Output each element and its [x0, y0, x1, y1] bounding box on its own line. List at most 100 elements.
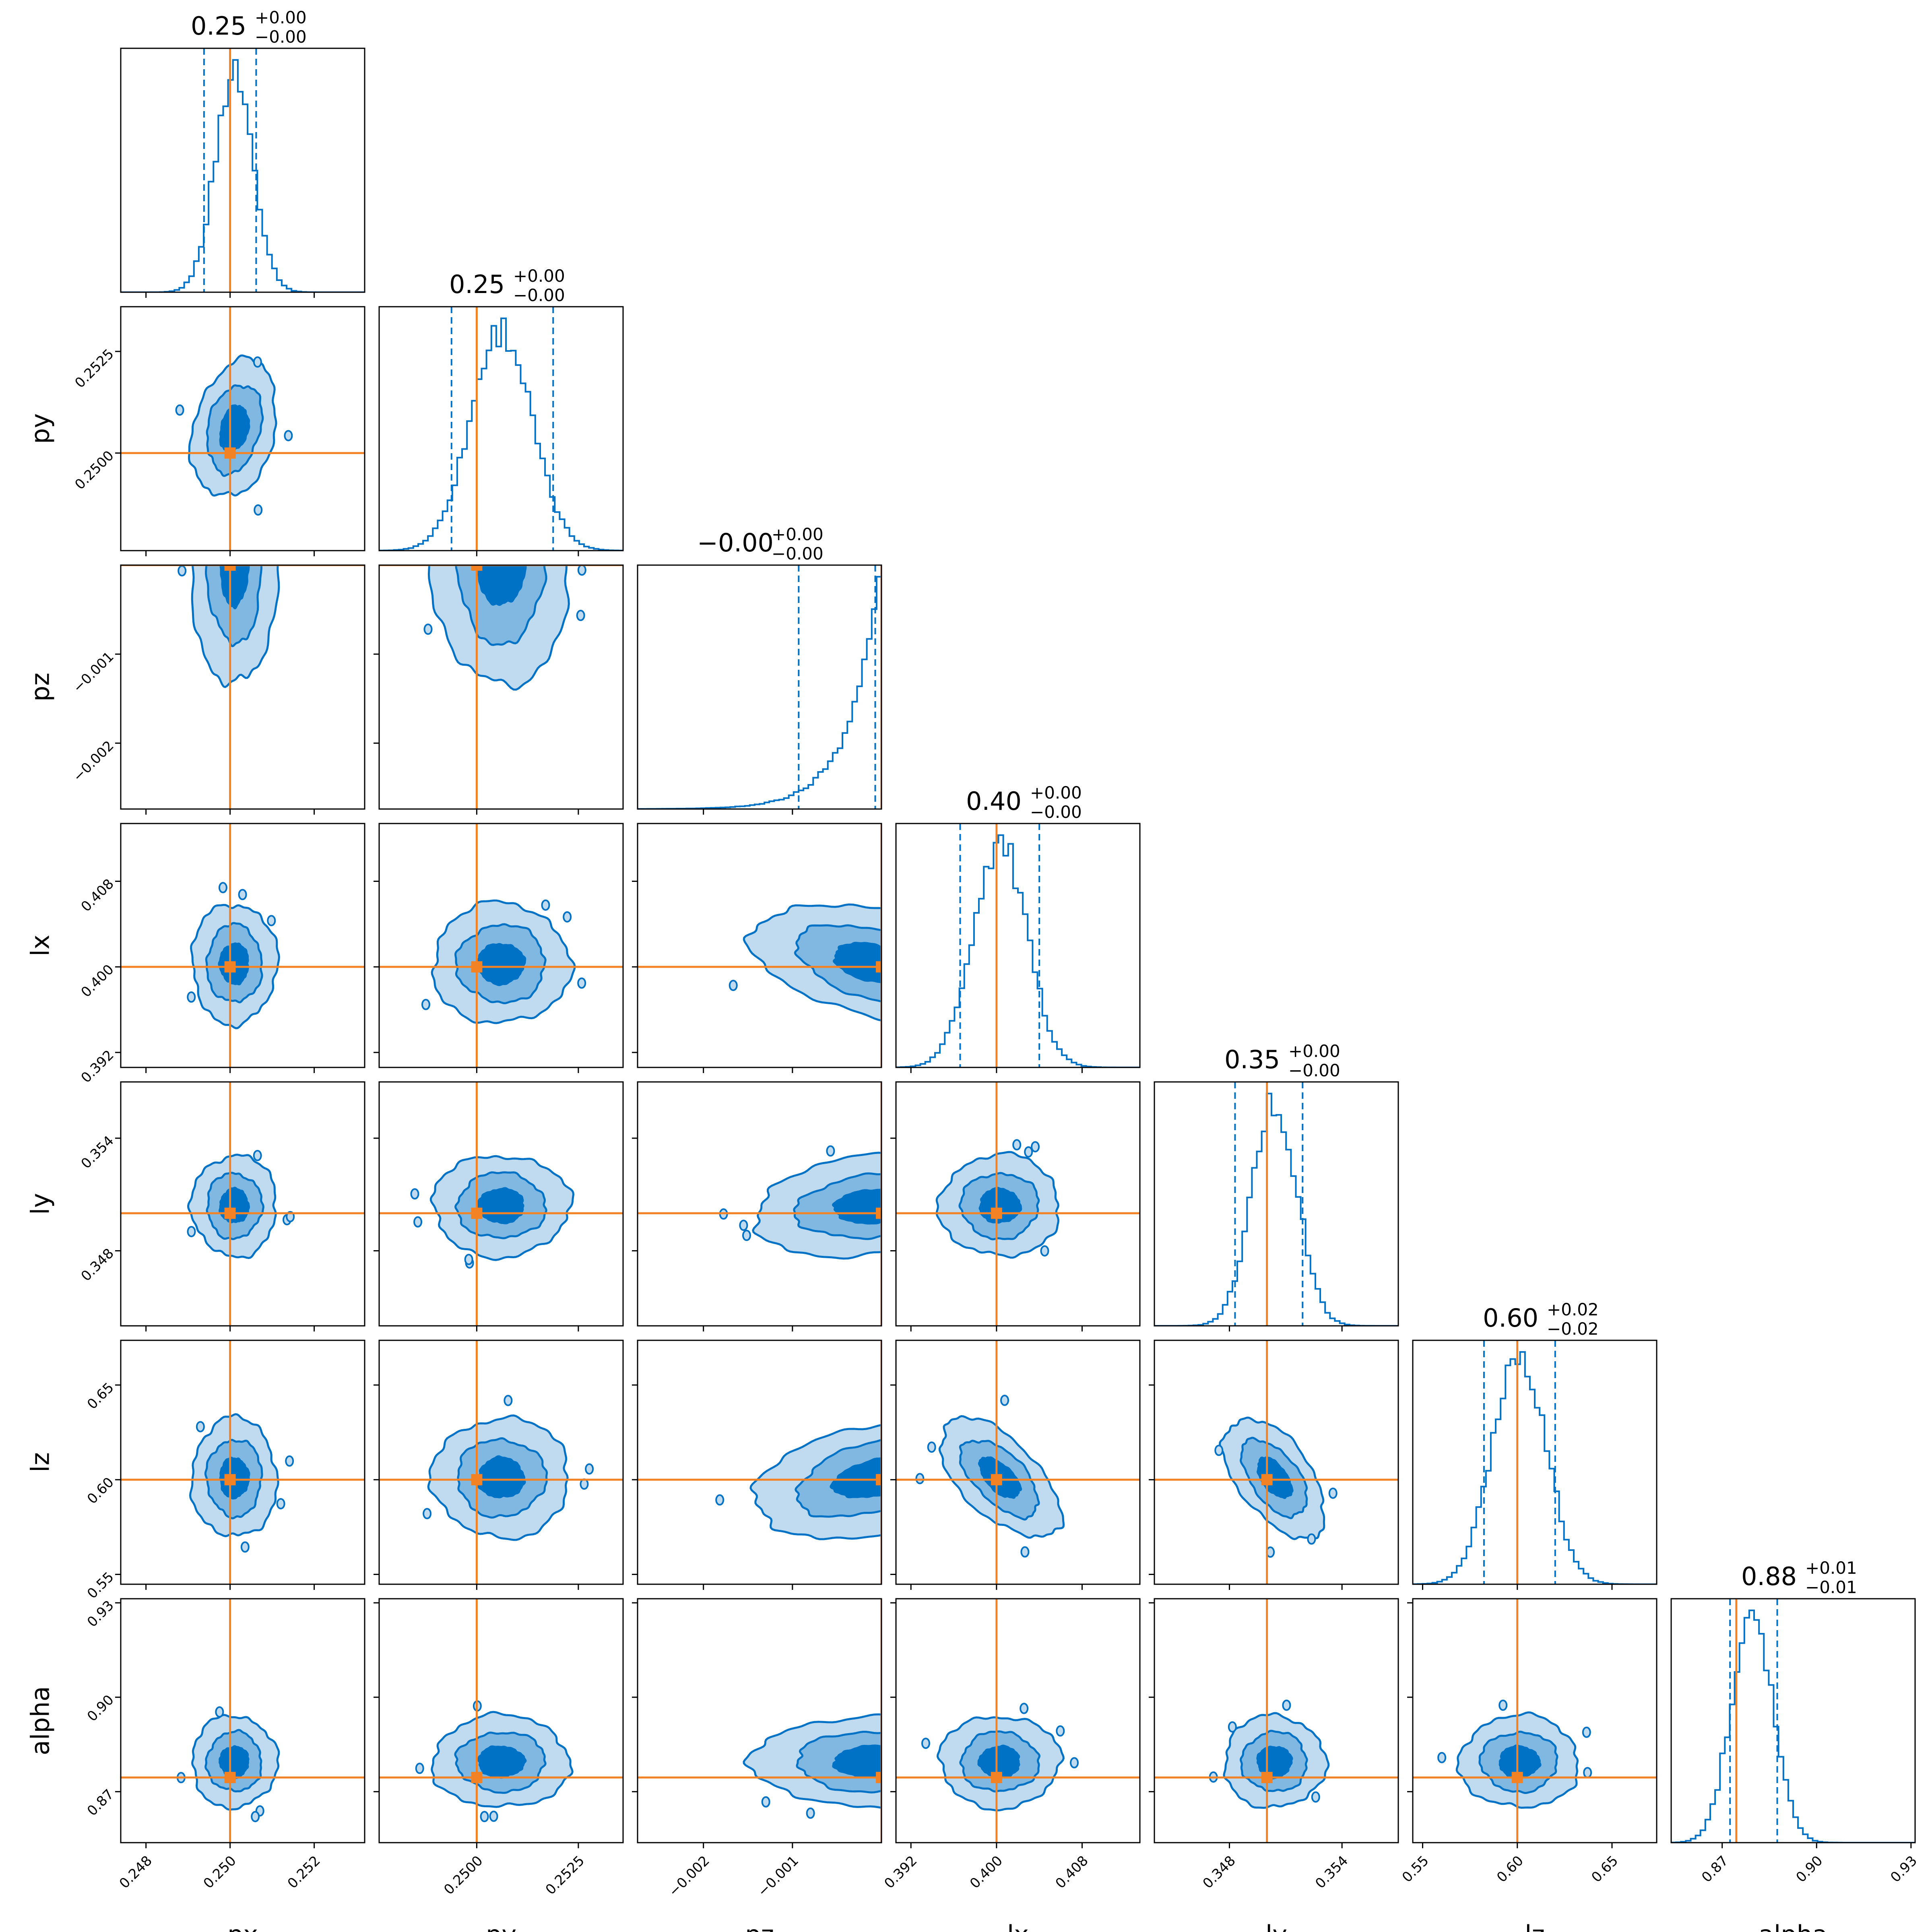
axes-frame	[120, 47, 365, 293]
histogram-steps	[1413, 1351, 1657, 1584]
x-tick-label: 0.252	[285, 1853, 324, 1892]
outlier-island	[892, 1548, 899, 1558]
truth-marker	[876, 961, 881, 973]
panel-lz-vs-py	[374, 1340, 624, 1590]
truth-marker	[876, 1208, 881, 1219]
outlier-island	[187, 1226, 196, 1237]
contour-3	[830, 1457, 881, 1499]
x-axis-label: ly	[1265, 1920, 1287, 1932]
truth-marker	[471, 1474, 483, 1486]
histogram-py: 0.25+0.00−0.00	[378, 266, 624, 556]
panel-lx-vs-pz	[632, 823, 1031, 1073]
panel-lz-vs-lx	[890, 1340, 1141, 1590]
x-tick-label: 0.2525	[543, 1853, 588, 1898]
outlier-island	[1000, 1395, 1009, 1406]
outlier-island	[240, 1541, 250, 1553]
axes-frame	[120, 564, 365, 810]
outlier-island	[906, 894, 913, 903]
outlier-island	[577, 977, 586, 989]
y-axis-label: lx	[26, 935, 55, 956]
outlier-island	[423, 623, 433, 635]
y-tick-label: −0.002	[70, 738, 117, 785]
x-tick-label: 0.2500	[441, 1853, 486, 1898]
error-minus: −0.00	[255, 27, 307, 47]
outlier-island	[1214, 1445, 1224, 1456]
outlier-island	[254, 504, 263, 516]
error-minus: −0.01	[1805, 1577, 1857, 1597]
error-minus: −0.00	[1030, 802, 1082, 822]
outlier-island	[1040, 1245, 1049, 1257]
error-plus: +0.00	[1288, 1041, 1340, 1061]
x-tick-label: 0.93	[1887, 1853, 1920, 1886]
truth-marker	[224, 1208, 236, 1219]
contour-3	[833, 941, 881, 983]
histogram-steps	[896, 834, 1140, 1067]
x-axis-label: pz	[745, 1920, 774, 1932]
outlier-island	[1311, 1791, 1320, 1803]
x-tick-label: 0.392	[881, 1853, 920, 1892]
y-tick-label: −0.001	[70, 649, 117, 696]
plot-area	[896, 1340, 1140, 1584]
outlier-island	[1024, 977, 1031, 987]
truth-marker	[224, 565, 236, 571]
panel-title: 0.25	[191, 11, 246, 41]
truth-marker	[471, 565, 483, 571]
outlier-island	[251, 1811, 260, 1823]
plot-area	[638, 1340, 899, 1584]
plot-area	[1413, 1340, 1657, 1584]
axes-frame	[120, 823, 365, 1068]
truth-marker	[471, 1208, 483, 1219]
axes-frame	[1412, 1598, 1657, 1843]
outlier-island	[1031, 1141, 1040, 1153]
outlier-island	[267, 915, 276, 927]
outlier-island	[1282, 1699, 1291, 1711]
outlier-island	[238, 889, 247, 900]
histogram-lx: 0.40+0.00−0.00	[895, 783, 1141, 1073]
panel-ly-vs-pz	[632, 1081, 882, 1331]
outlier-island	[1582, 1726, 1591, 1738]
panel-title: 0.88	[1741, 1562, 1797, 1591]
truth-marker	[224, 447, 236, 459]
truth-marker	[471, 961, 483, 973]
x-axis-label: lx	[1007, 1920, 1029, 1932]
outlier-island	[276, 1498, 285, 1509]
panel-ly-vs-lx	[890, 1081, 1141, 1331]
outlier-island	[806, 1807, 815, 1819]
axes-frame	[378, 1598, 624, 1843]
histogram-steps	[1671, 1609, 1915, 1843]
plot-area	[121, 824, 365, 1067]
x-tick-label: 0.90	[1793, 1853, 1826, 1886]
subplot-grid: 0.25+0.00−0.000.25000.2525py0.25+0.00−0.…	[26, 8, 1920, 1932]
axes-frame	[895, 1340, 1141, 1585]
y-tick-label: 0.65	[84, 1380, 117, 1413]
plot-area	[379, 1082, 623, 1326]
axes-frame	[378, 1340, 624, 1585]
error-plus: +0.00	[513, 266, 565, 286]
y-tick-label: 0.93	[84, 1598, 117, 1631]
outlier-island	[1024, 1146, 1033, 1158]
plot-area	[638, 1599, 881, 1843]
outlier-island	[1583, 1767, 1592, 1778]
x-tick-label: 0.87	[1699, 1853, 1732, 1886]
outlier-island	[218, 882, 227, 894]
plot-area	[1671, 1599, 1915, 1843]
plot-area	[379, 307, 623, 551]
plot-area	[121, 1340, 365, 1584]
axes-frame	[1154, 1598, 1399, 1843]
truth-marker	[991, 1208, 1002, 1219]
y-axis-label: lz	[26, 1452, 55, 1472]
axes-frame	[637, 564, 882, 810]
contour-3	[477, 1745, 527, 1779]
outlier-island	[915, 1473, 925, 1484]
axes-frame	[637, 1598, 882, 1843]
y-tick-label: 0.354	[78, 1133, 117, 1172]
x-tick-label: −0.001	[755, 1853, 802, 1900]
histogram-lz: 0.60+0.02−0.02	[1412, 1300, 1657, 1590]
truth-marker	[876, 1772, 881, 1783]
axes-frame	[1154, 1081, 1399, 1327]
histogram-steps	[638, 576, 881, 809]
outlier-island	[415, 1763, 424, 1774]
